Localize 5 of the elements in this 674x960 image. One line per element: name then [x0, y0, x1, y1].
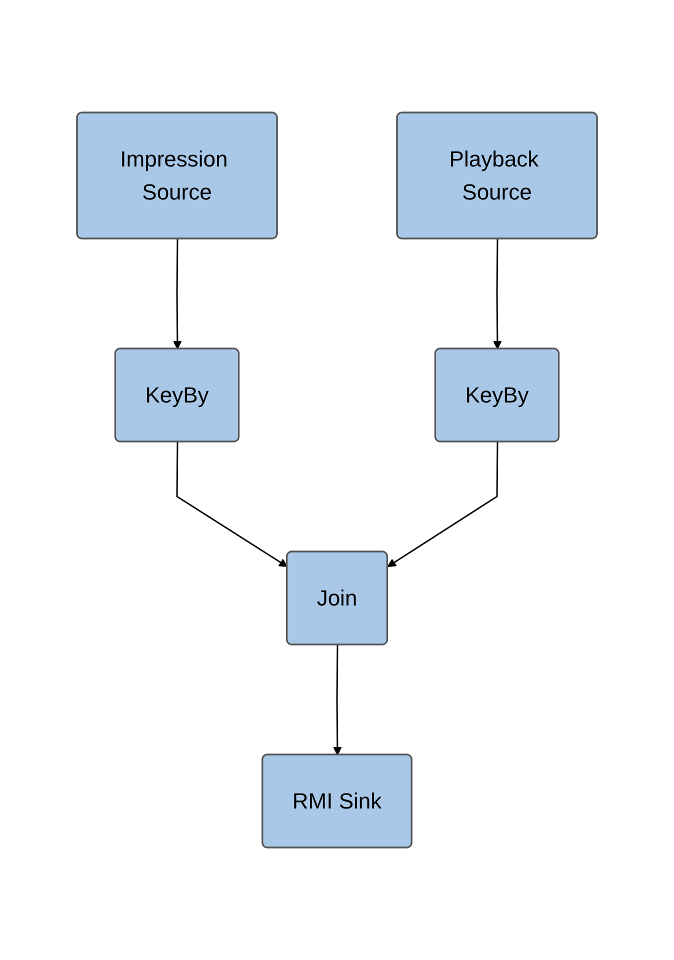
arrow: [176, 442, 288, 568]
arrow: [333, 645, 342, 756]
arrow: [493, 239, 502, 350]
arrow: [387, 442, 498, 568]
arrow: [173, 239, 182, 350]
